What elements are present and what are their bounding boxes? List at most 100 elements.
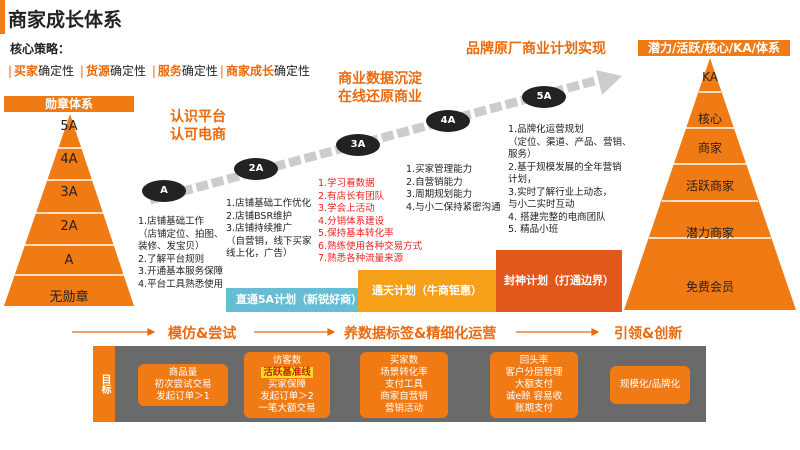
plan-tongtian: 通天计划（牛商钜惠） xyxy=(358,270,496,312)
list-item: 1.买家管理能力 xyxy=(406,164,473,175)
list-item: 1.学习看数据 xyxy=(318,178,375,189)
list-item: 5.保持基本转化率 xyxy=(318,228,394,239)
right-level-ka: KA xyxy=(702,70,718,84)
list-item: 2.自营销能力 xyxy=(406,176,463,188)
left-pyramid-header: 勋章体系 xyxy=(4,96,134,112)
list-item: 线上化，广告） xyxy=(226,248,293,259)
list-item: 装修、发宝贝） xyxy=(138,241,205,252)
node-5a: 5A xyxy=(522,86,566,108)
right-level-merchant: 商家 xyxy=(697,141,722,155)
goal-line: 商品量 xyxy=(168,367,198,378)
goal-card-2: 访客数 活跃基准线 买家保障 发起订单＞2 一笔大额交易 xyxy=(244,352,330,418)
list-item: 6.熟练使用各种交易方式 xyxy=(318,240,423,252)
goal-line: 回头率 xyxy=(519,355,549,366)
phase-imitate: 模仿&尝试 xyxy=(168,326,237,342)
strategy-key-4: 商家成长 xyxy=(225,64,274,78)
stage-2-heading: 商业数据沉淀 在线还原商业 xyxy=(338,71,422,105)
strategy-rest-4: 确定性 xyxy=(273,64,310,78)
node-3a: 3A xyxy=(336,134,380,156)
left-level-3a: 3A xyxy=(60,185,78,200)
node-4a: 4A xyxy=(426,110,470,132)
goal-line: 场景转化率 xyxy=(380,367,428,378)
left-level-a: A xyxy=(64,253,74,268)
list-item: 2.有店长有团队 xyxy=(318,190,385,202)
right-level-potential: 潜力商家 xyxy=(685,226,734,240)
list-item: 服务） xyxy=(508,149,537,160)
right-pyramid xyxy=(624,58,796,310)
stage-1-heading: 认识平台 认可电商 xyxy=(170,109,226,143)
right-level-core: 核心 xyxy=(697,112,722,126)
list-item: 1.品牌化运营规划 xyxy=(508,124,584,135)
goal-line: 一笔大额交易 xyxy=(258,403,316,414)
goal-line: 买家保障 xyxy=(267,379,306,390)
goal-line: 客户分层管理 xyxy=(505,367,563,378)
goal-line: 初次尝试交易 xyxy=(154,379,212,390)
list-item: 3.周期规划能力 xyxy=(406,189,473,200)
list-item: 4.平台工具熟悉使用 xyxy=(138,278,224,290)
goal-line: 发起订单＞2 xyxy=(260,391,314,402)
list-item: 3.开通基本服务保障 xyxy=(138,266,224,277)
node-4a-items: 1.买家管理能力 2.自营销能力 3.周期规划能力 4.与小二保持紧密沟通 xyxy=(406,164,501,214)
node-5a-items: 1.品牌化运营规划 （定位、渠道、产品、营销、 服务） 2.基于规模发展的全年营… xyxy=(508,124,632,237)
node-a-items: 1.店铺基础工作 （店铺定位、拍图、 装修、发宝贝） 2.了解平台规则 3.开通… xyxy=(138,216,224,291)
list-item: 3.店铺持续推广 xyxy=(226,223,293,234)
left-level-2a: 2A xyxy=(60,219,78,234)
left-level-4a: 4A xyxy=(60,152,78,167)
goal-line: 支付工具 xyxy=(384,379,423,390)
goal-line: 账期支付 xyxy=(514,403,553,414)
left-level-none: 无勋章 xyxy=(49,290,89,305)
goal-card-4: 回头率 客户分层管理 大额支付 诚e赊 容易收 账期支付 xyxy=(490,352,578,418)
right-level-active: 活跃商家 xyxy=(685,179,734,193)
list-item: （自营销，线下买家 xyxy=(226,235,312,247)
list-item: （定位、渠道、产品、营销、 xyxy=(508,136,632,148)
goal-label: 目标 xyxy=(93,346,115,422)
list-item: 3.学会上活动 xyxy=(318,203,375,214)
list-item: 4. 搭建完整的电商团队 xyxy=(508,211,606,223)
goal-line: 访客数 xyxy=(272,355,302,366)
right-pyramid-header: 潜力/活跃/核心/KA/体系 xyxy=(638,40,790,56)
goal-line: 发起订单＞1 xyxy=(156,391,210,402)
left-pyramid xyxy=(4,114,134,306)
strategy-rest-1: 确定性 xyxy=(38,64,75,78)
node-a: A xyxy=(142,180,186,202)
node-2a: 2A xyxy=(234,158,278,180)
goal-line: 营销活动 xyxy=(384,403,423,414)
plan-direct-5a: 直通5A计划（新锐好商） xyxy=(226,288,372,312)
list-item: （店铺定位、拍图、 xyxy=(138,228,224,240)
list-item: 4.分销体系建设 xyxy=(318,215,385,227)
list-item: 2.了解平台规则 xyxy=(138,253,205,265)
strategy-key-3: 服务 xyxy=(157,64,182,78)
right-level-free: 免费会员 xyxy=(685,280,734,294)
node-2a-items: 1.店铺基础工作优化 2.店铺BSR维护 3.店铺持续推广 （自营销，线下买家 … xyxy=(226,198,312,261)
goal-card-5: 规模化/品牌化 xyxy=(610,366,690,404)
list-item: 计划， xyxy=(508,174,537,185)
list-item: 与小二实时互动 xyxy=(508,199,575,210)
goal-line: 买家数 xyxy=(389,355,419,366)
title-accent-bar xyxy=(0,0,5,34)
list-item: 7.熟悉各种流量来源 xyxy=(318,253,404,264)
phase-data-tags: 养数据标签&精细化运营 xyxy=(344,326,497,342)
strategy-line: |买家确定性 |货源确定性 |服务确定性|商家成长确定性 xyxy=(8,64,310,78)
list-item: 4.与小二保持紧密沟通 xyxy=(406,201,501,213)
strategy-key-1: 买家 xyxy=(14,64,39,78)
node-3a-items: 1.学习看数据 2.有店长有团队 3.学会上活动 4.分销体系建设 5.保持基本… xyxy=(318,178,422,266)
strategy-key-2: 货源 xyxy=(85,64,110,78)
goal-line: 规模化/品牌化 xyxy=(619,379,681,390)
goal-highlight: 活跃基准线 xyxy=(261,367,313,378)
goal-line: 商家自营销 xyxy=(380,391,428,402)
list-item: 3.实时了解行业上动态， xyxy=(508,186,613,198)
plan-fengshen: 封神计划（打通边界） xyxy=(496,250,622,312)
page-title: 商家成长体系 xyxy=(8,9,123,31)
goal-card-1: 商品量 初次尝试交易 发起订单＞1 xyxy=(138,364,228,406)
goal-line: 大额支付 xyxy=(514,379,553,390)
list-item: 2.基于规模发展的全年营销 xyxy=(508,161,622,173)
phase-lead: 引领&创新 xyxy=(614,326,683,342)
stage-3-heading: 品牌原厂商业计划实现 xyxy=(466,41,606,57)
strategy-rest-3: 确定性 xyxy=(181,64,218,78)
list-item: 5. 精品小班 xyxy=(508,224,559,235)
strategy-label: 核心策略： xyxy=(10,42,71,56)
goal-line: 诚e赊 容易收 xyxy=(505,391,563,402)
phase-arrows xyxy=(72,328,600,336)
left-level-5a: 5A xyxy=(60,119,78,134)
list-item: 1.店铺基础工作 xyxy=(138,216,205,227)
